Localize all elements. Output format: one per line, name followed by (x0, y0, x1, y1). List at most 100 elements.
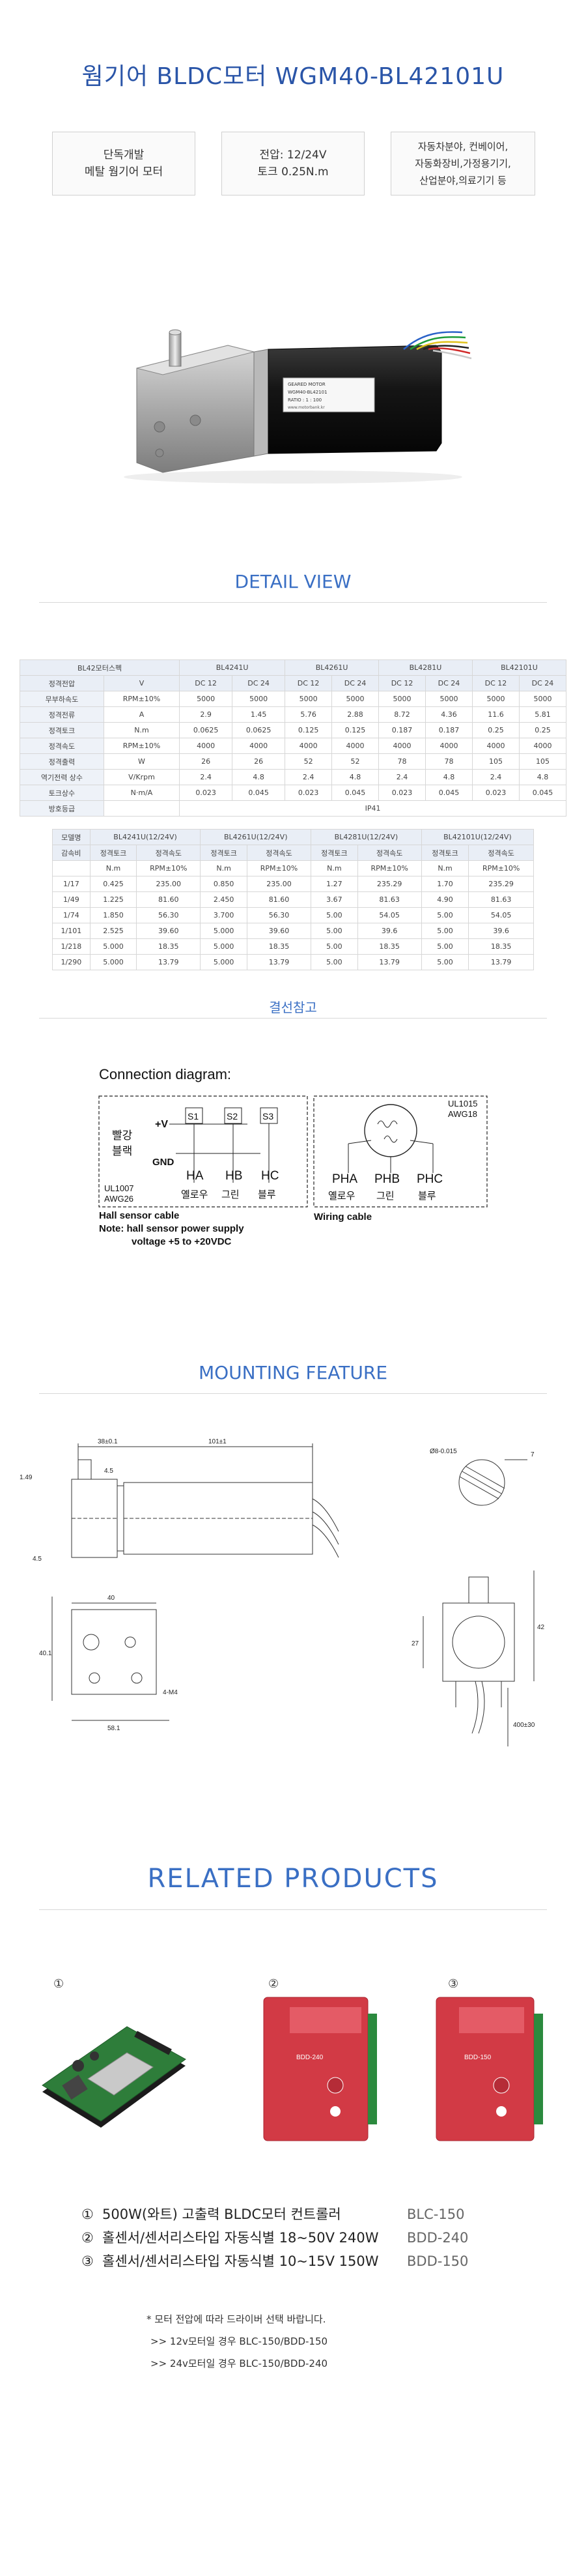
table-cell: 13.79 (246, 954, 312, 970)
table-cell: DC 24 (518, 675, 567, 691)
product-marker: ② (268, 1977, 279, 1991)
table-cell: 0.023 (285, 785, 333, 801)
table-cell: 5.00 (311, 938, 358, 955)
sensor-s2: S2 (227, 1111, 238, 1122)
table-cell: 0.25 (518, 722, 567, 738)
table-cell: 13.79 (136, 954, 201, 970)
dim-38: 38±0.1 (98, 1438, 118, 1445)
table-cell: 0.023 (378, 785, 426, 801)
table-row: 방호등급 IP41 (20, 800, 566, 817)
motor-label-line1: GEARED MOTOR (288, 382, 326, 387)
table-cell: 정격출력 (20, 753, 104, 770)
table-cell: 13.79 (468, 954, 534, 970)
table-cell: N·m/A (103, 785, 180, 801)
table-cell: 0.023 (179, 785, 233, 801)
table-cell: N.m (200, 860, 247, 876)
table-cell: 5.00 (421, 954, 469, 970)
table-cell: 2.9 (179, 706, 233, 723)
dim-4-5-top: 4.5 (104, 1468, 113, 1475)
table-cell: 56.30 (246, 907, 312, 923)
table-cell: 5000 (179, 691, 233, 707)
table-cell: 3.67 (311, 891, 358, 908)
table-cell: BL42101U(12/24V) (421, 829, 535, 845)
table-cell: 1/74 (52, 907, 91, 923)
table-cell: 39.60 (246, 923, 312, 939)
product-image-bdd240: BDD-240 (263, 1997, 377, 2141)
table-row: BL42모터스펙 BL4241U BL4261U BL4281U BL42101… (19, 659, 567, 676)
feature-line: 자동화장비,가정용기기, (415, 158, 511, 169)
spec-table: BL42모터스펙 BL4241U BL4261U BL4281U BL42101… (19, 659, 567, 817)
spec-corner: BL42모터스펙 (19, 659, 180, 676)
divider (39, 1393, 547, 1394)
table-cell: N.m (421, 860, 469, 876)
table-cell: 5.000 (89, 938, 137, 955)
divider (39, 602, 547, 603)
table-cell: DC 24 (232, 675, 286, 691)
feature-line: 토크 0.25N.m (257, 166, 329, 179)
table-cell: 2.525 (89, 923, 137, 939)
table-cell: 모델명 (52, 829, 91, 845)
table-cell: 5.00 (421, 907, 469, 923)
table-cell: 5.00 (421, 923, 469, 939)
table-cell: 4000 (232, 738, 286, 754)
dim-42: 42 (537, 1624, 545, 1631)
connection-diagram: Connection diagram: 빨강 블랙 +V GND S1 S2 S… (98, 1066, 488, 1247)
table-cell: 0.023 (471, 785, 520, 801)
table-cell: 5.000 (200, 923, 247, 939)
table-cell: 4.8 (232, 769, 286, 785)
table-cell: 235.29 (357, 876, 422, 892)
list-item: ① 500W(와트) 고출력 BLDC모터 컨트롤러 BLC-150 (81, 2203, 537, 2226)
table-cell: 5.76 (285, 706, 333, 723)
table-cell: 5000 (378, 691, 426, 707)
note-line-2: voltage +5 to +20VDC (132, 1236, 232, 1247)
table-cell: 4000 (518, 738, 567, 754)
table-cell: 1.225 (89, 891, 137, 908)
table-cell: 4000 (378, 738, 426, 754)
product-marker: ③ (448, 1977, 459, 1991)
table-cell: 56.30 (136, 907, 201, 923)
table-cell: 5000 (518, 691, 567, 707)
dim-shaft-dia: Ø8-0.015 (430, 1448, 457, 1455)
dim-27: 27 (412, 1640, 419, 1647)
table-cell: 5000 (285, 691, 333, 707)
table-cell: 0.125 (285, 722, 333, 738)
table-cell: 정격속도 (246, 845, 312, 861)
table-cell: 39.6 (357, 923, 422, 939)
table-cell: 역기전력 상수 (20, 769, 104, 785)
mounting-drawing: 38±0.1 101±1 4.5 1.49 4.5 40 40.1 58.1 4… (20, 1438, 545, 1746)
table-cell: W (103, 753, 180, 770)
table-cell: 18.35 (468, 938, 534, 955)
table-cell: 0.425 (89, 876, 137, 892)
dim-400: 400±30 (513, 1722, 535, 1729)
hall-color-1: 옐로우 (181, 1189, 208, 1200)
table-cell: 13.79 (357, 954, 422, 970)
table-cell: 5.000 (200, 938, 247, 955)
spec-model: BL4281U (378, 659, 473, 676)
table-cell: RPM±10% (103, 691, 180, 707)
cable-spec-right-1: UL1015 (448, 1099, 478, 1108)
table-cell: IP41 (179, 800, 566, 817)
table-cell: 1/17 (52, 876, 91, 892)
table-cell: 정격속도 (468, 845, 534, 861)
table-cell: 5.00 (311, 923, 358, 939)
table-cell: 235.29 (468, 876, 534, 892)
table-row: 모델명 BL4241U(12/24V) BL4261U(12/24V) BL42… (52, 829, 535, 845)
table-cell: 0.25 (471, 722, 520, 738)
ratio-table: 모델명 BL4241U(12/24V) BL4261U(12/24V) BL42… (52, 829, 535, 970)
spec-model: BL42101U (471, 659, 567, 676)
table-cell: 0.0625 (232, 722, 286, 738)
wiring-title: 결선참고 (269, 1000, 317, 1015)
table-cell: 5.000 (200, 954, 247, 970)
spec-model: BL4261U (285, 659, 380, 676)
related-title: RELATED PRODUCTS (147, 1864, 439, 1894)
phase-color-3: 블루 (418, 1191, 436, 1202)
table-cell: 방호등급 (20, 800, 104, 817)
table-cell: DC 12 (179, 675, 233, 691)
table-cell: 0.045 (331, 785, 380, 801)
detail-view-title: DETAIL VIEW (234, 571, 352, 592)
